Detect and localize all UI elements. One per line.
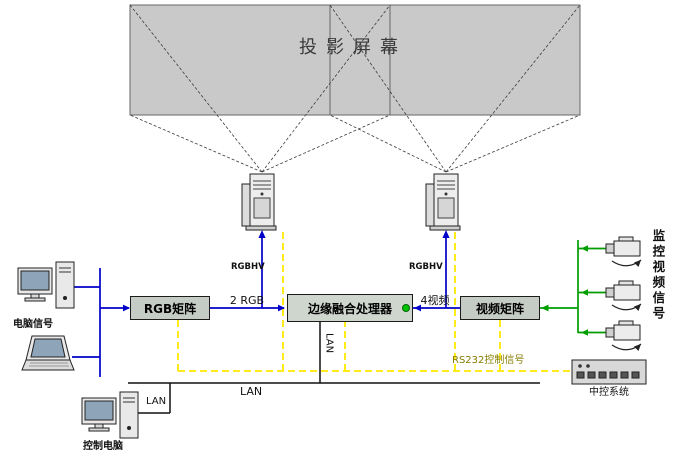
projection-screen-label: 投影屏幕 [299, 37, 407, 58]
central-control-label: 中控系统 [589, 387, 629, 398]
surveillance-signal-label: 监控视频信号 [650, 229, 666, 322]
video-signal-lines [540, 240, 606, 334]
projection-screen [129, 4, 581, 116]
projector-right-icon [425, 173, 461, 231]
rgb-signal-arrows [123, 230, 450, 312]
edge-blender-led [402, 304, 410, 312]
lan-lines [128, 322, 540, 414]
control-pc-icon [81, 391, 139, 439]
control-pc-label: 控制电脑 [83, 441, 123, 452]
projector-left-icon [241, 173, 277, 231]
edge-blender-box: 边缘融合处理器 [287, 294, 413, 322]
rs232-label: RS232控制信号 [452, 355, 525, 366]
central-control-device-icon [571, 359, 647, 385]
desktop-pc-icon [17, 261, 75, 309]
video-signal-arrows [541, 245, 588, 336]
four-video-label: 4视频 [420, 294, 450, 307]
camera-icon-3 [605, 320, 642, 351]
lan-drop-label: LAN [323, 333, 335, 354]
pc-signal-label: 电脑信号 [13, 319, 53, 330]
rgbhv-right-label: RGBHV [409, 262, 443, 272]
projection-cone-lines [129, 4, 581, 173]
rgb-matrix-box: RGB矩阵 [130, 296, 210, 320]
two-rgb-label: 2 RGB [229, 294, 265, 307]
camera-icon-2 [605, 280, 642, 311]
rs232-control-lines [177, 232, 572, 372]
lan-control-label: LAN [146, 396, 167, 407]
camera-icon-1 [605, 236, 642, 267]
laptop-icon [21, 335, 75, 371]
rgbhv-left-label: RGBHV [231, 262, 265, 272]
video-matrix-box: 视频矩阵 [460, 296, 540, 320]
lan-backbone-label: LAN [240, 385, 263, 398]
